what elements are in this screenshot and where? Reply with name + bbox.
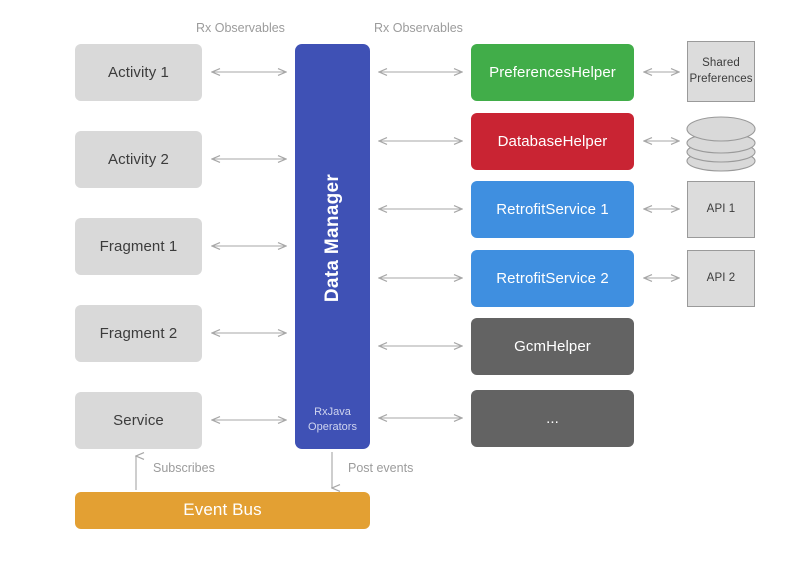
node-preferences-helper[interactable]: PreferencesHelper <box>471 44 634 101</box>
caption-post-events: Post events <box>348 461 414 475</box>
node-service[interactable]: Service <box>75 392 202 449</box>
node-activity-1[interactable]: Activity 1 <box>75 44 202 101</box>
db-disc-1 <box>686 116 756 142</box>
node-ellipsis[interactable]: ... <box>471 390 634 447</box>
node-api-1[interactable]: API 1 <box>687 181 755 238</box>
node-gcm-helper[interactable]: GcmHelper <box>471 318 634 375</box>
caption-rx-observables-right: Rx Observables <box>374 21 463 35</box>
rxjava-operators-line2: Operators <box>308 421 357 434</box>
node-shared-preferences[interactable]: Shared Preferences <box>687 41 755 102</box>
node-fragment-2[interactable]: Fragment 2 <box>75 305 202 362</box>
caption-rx-observables-left: Rx Observables <box>196 21 285 35</box>
data-manager-label: Data Manager <box>321 174 343 303</box>
shared-preferences-line2: Preferences <box>689 72 753 85</box>
node-api-2[interactable]: API 2 <box>687 250 755 307</box>
node-fragment-1[interactable]: Fragment 1 <box>75 218 202 275</box>
rxjava-operators-label: RxJava Operators <box>295 405 370 435</box>
caption-subscribes: Subscribes <box>153 461 215 475</box>
node-database-helper[interactable]: DatabaseHelper <box>471 113 634 170</box>
node-event-bus[interactable]: Event Bus <box>75 492 370 529</box>
node-data-manager[interactable]: Data Manager RxJava Operators <box>295 44 370 449</box>
node-retrofit-service-1[interactable]: RetrofitService 1 <box>471 181 634 238</box>
database-cylinder-icon[interactable] <box>685 114 757 176</box>
rxjava-operators-line1: RxJava <box>314 406 351 419</box>
node-activity-2[interactable]: Activity 2 <box>75 131 202 188</box>
node-retrofit-service-2[interactable]: RetrofitService 2 <box>471 250 634 307</box>
shared-preferences-line1: Shared <box>702 56 740 69</box>
